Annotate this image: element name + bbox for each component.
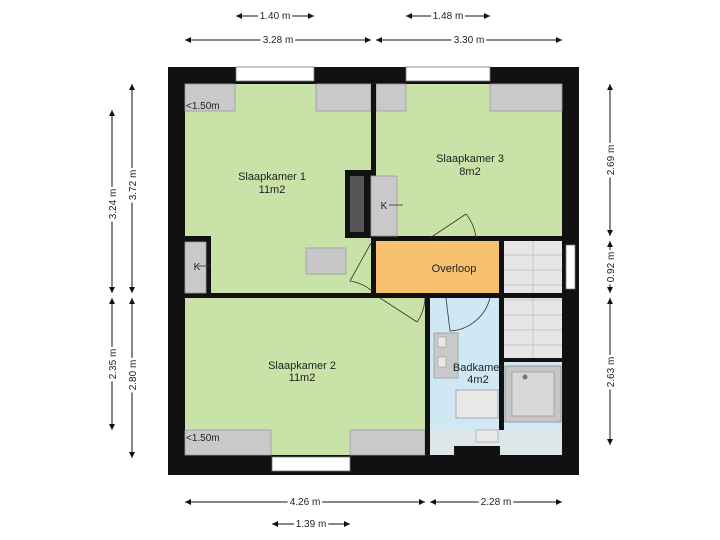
badkamer-step	[454, 446, 500, 455]
stair-treads	[504, 241, 562, 358]
room-name-overloop: Overloop	[432, 263, 477, 275]
wall-overloop-top	[376, 236, 562, 241]
dimension-label-bottom-2: 2.28 m	[481, 497, 512, 508]
dimension-left-2	[129, 84, 135, 293]
wall-badkamer-west	[425, 298, 430, 455]
toilet	[475, 429, 499, 443]
room-name-slaapkamer-1: Slaapkamer 1	[238, 171, 306, 183]
room-area-slaapkamer-3: 8m2	[459, 166, 480, 178]
dimension-left-4	[129, 298, 135, 458]
room-name-slaapkamer-3: Slaapkamer 3	[436, 153, 504, 165]
room-name-slaapkamer-2: Slaapkamer 2	[268, 360, 336, 372]
window-slaapkamer-2	[271, 456, 351, 472]
dimension-bottom-2	[430, 499, 562, 505]
low-ceiling-label-1: <1.50m	[186, 101, 220, 112]
drain-icon	[522, 374, 528, 380]
sink-basin-1	[437, 336, 447, 348]
dimension-label-bottom-1: 4.26 m	[290, 497, 321, 508]
eave-zone-4	[349, 429, 426, 456]
window-slaapkamer-3	[405, 66, 491, 82]
dimension-top-3	[185, 37, 371, 43]
dimension-label-right-2: 0.92 m	[606, 252, 617, 283]
wall-stairs-west	[499, 241, 504, 430]
eave-zone-3	[489, 83, 563, 112]
dimension-bottom-3	[272, 521, 350, 527]
room-slaapkamer-2	[185, 298, 425, 455]
dimension-label-top-1: 1.40 m	[260, 11, 291, 22]
room-area-badkamer: 4m2	[467, 374, 488, 386]
door-badkamer	[445, 297, 491, 332]
bathtub-inner	[511, 371, 555, 417]
room-area-slaapkamer-1: 11m2	[259, 184, 286, 196]
dimension-right-1	[607, 84, 613, 236]
door-slaapkamer-2	[379, 297, 426, 323]
wall-mid-horizontal	[185, 293, 562, 298]
shower	[455, 389, 499, 419]
shaft	[350, 176, 364, 232]
closet-1	[184, 241, 207, 294]
door-slaapkamer-3	[429, 213, 477, 239]
dimension-label-top-2: 1.48 m	[433, 11, 464, 22]
dimension-label-top-4: 3.30 m	[454, 35, 485, 46]
eave-zone-1	[315, 83, 372, 112]
room-name-badkamer: Badkamer	[453, 362, 503, 374]
dimension-label-left-4: 2.80 m	[128, 360, 139, 391]
closet-label-1: K	[194, 262, 201, 273]
closet-2	[370, 175, 398, 237]
dimension-label-left-3: 2.35 m	[108, 349, 119, 380]
dimension-label-top-3: 3.28 m	[263, 35, 294, 46]
dimension-top-4	[376, 37, 562, 43]
dimension-label-right-3: 2.63 m	[606, 357, 617, 388]
dimension-left-1	[109, 110, 115, 293]
wall-between-bedrooms	[371, 84, 376, 239]
dimension-top-1	[236, 13, 314, 19]
window-stairs	[565, 244, 576, 290]
low-ceiling-zone-1	[184, 83, 236, 112]
eave-zone-2	[375, 83, 407, 112]
dimension-right-2	[607, 241, 613, 293]
dimension-left-3	[109, 298, 115, 430]
sink-basin-2	[437, 356, 447, 368]
door-slaapkamer-1	[349, 242, 372, 291]
low-ceiling-zone-2	[184, 429, 272, 456]
dimension-label-left-1: 3.24 m	[108, 189, 119, 220]
furniture-slaapkamer-1	[305, 247, 347, 275]
dimension-bottom-1	[185, 499, 425, 505]
room-overloop	[376, 241, 499, 293]
closet-label-2: K	[381, 201, 388, 212]
dimension-label-bottom-3: 1.39 m	[296, 519, 327, 530]
dimension-right-3	[607, 298, 613, 445]
low-ceiling-label-2: <1.50m	[186, 433, 220, 444]
room-area-slaapkamer-2: 11m2	[289, 372, 316, 384]
wall-stairs-bottom	[504, 358, 562, 362]
dimension-top-2	[406, 13, 490, 19]
dimension-label-right-1: 2.69 m	[606, 145, 617, 176]
window-slaapkamer-1	[235, 66, 315, 82]
dimension-label-left-2: 3.72 m	[128, 170, 139, 201]
